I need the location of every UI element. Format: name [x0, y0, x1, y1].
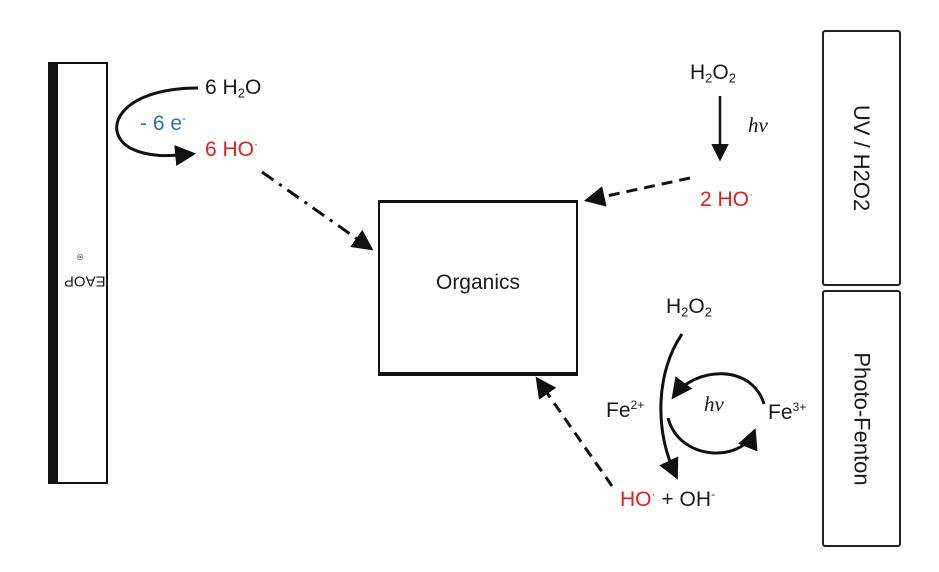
fenton-products: HO· + OH- — [620, 487, 716, 511]
uv-h2o2-reactant: H2O2 — [690, 61, 737, 86]
uv-radical-product: 2 HO· — [700, 187, 754, 211]
eaop-bar — [48, 62, 108, 484]
anode-radical-to-organics-arrow — [261, 170, 374, 251]
iron-ii-label: Fe2+ — [606, 398, 645, 422]
uv-light-label: hν — [748, 113, 768, 137]
water-reactant: 6 H2O — [205, 76, 262, 101]
electron-transfer: - 6 e- — [140, 111, 187, 135]
fenton-h2o2-arrow — [659, 333, 684, 480]
organics-box: Organics — [378, 200, 578, 376]
anode-radical-product: 6 HO· — [205, 137, 259, 161]
fe2-to-fe3-arrow — [666, 417, 758, 455]
fe3-to-fe2-arrow — [671, 372, 766, 405]
anode-oxidation-arrow — [115, 86, 199, 166]
uv-radical-to-organics-arrow — [583, 176, 691, 207]
photo-fenton-box — [822, 290, 901, 547]
uv-h2o2-box — [822, 30, 901, 286]
fenton-light-label: hν — [704, 392, 724, 416]
fenton-h2o2-reactant: H2O2 — [666, 295, 713, 320]
organics-label: Organics — [435, 270, 521, 294]
fenton-radical-to-organics-arrow — [535, 376, 614, 487]
iron-iii-label: Fe3+ — [768, 400, 807, 424]
